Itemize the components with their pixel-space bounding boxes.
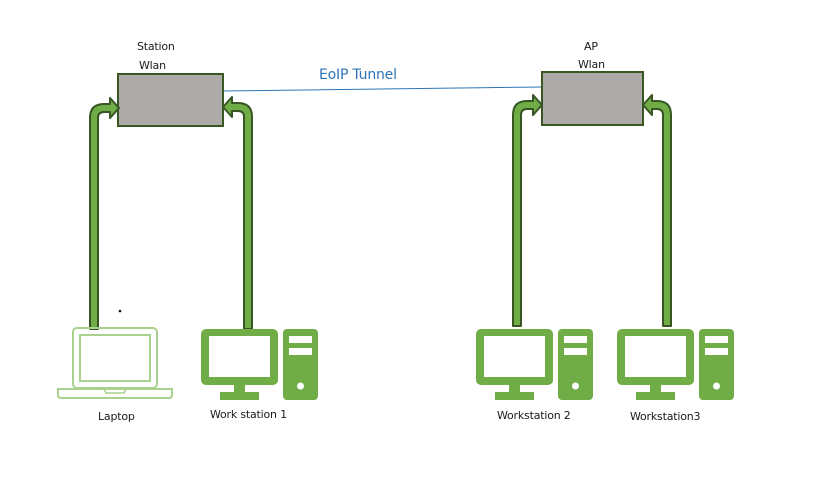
eoip-tunnel-line [222, 86, 543, 92]
monitor-screen [209, 336, 270, 377]
tower-drive-bay-1 [705, 336, 728, 343]
station-wlan-box [117, 73, 224, 127]
ap-wlan-box [541, 71, 644, 126]
tower-power-button [713, 382, 720, 390]
monitor-neck [509, 384, 520, 393]
monitor-neck [650, 384, 661, 393]
laptop-base [57, 388, 173, 399]
tower-drive-bay-1 [289, 336, 312, 343]
ap-label-line1: AP [584, 40, 598, 53]
laptop-to-station-link [89, 97, 120, 330]
tower-case [699, 329, 734, 400]
workstation-1-icon [201, 329, 318, 400]
workstation-3-icon [617, 329, 734, 400]
ws3-to-ap-link [642, 94, 672, 327]
monitor-base [636, 392, 675, 400]
ap-label-line2: Wlan [578, 58, 605, 71]
station-label-line2: Wlan [139, 59, 166, 72]
eoip-tunnel-label: EoIP Tunnel [319, 67, 397, 83]
laptop-label: Laptop [98, 410, 135, 423]
tower-drive-bay-2 [705, 348, 728, 355]
monitor-base [220, 392, 259, 400]
tower-power-button [572, 382, 579, 390]
tower-case [558, 329, 593, 400]
ws2-to-ap-link [512, 94, 543, 327]
tower-drive-bay-2 [564, 348, 587, 355]
tower-drive-bay-1 [564, 336, 587, 343]
monitor-screen [484, 336, 545, 377]
laptop-icon [57, 327, 173, 399]
workstation-2-icon [476, 329, 593, 400]
workstation-2-label: Workstation 2 [497, 409, 571, 422]
monitor-neck [234, 384, 245, 393]
monitor-base [495, 392, 534, 400]
laptop-trackpad-notch [103, 388, 127, 394]
laptop-screen [79, 334, 151, 382]
station-label-line1: Station [137, 40, 175, 53]
ws1-to-station-link [222, 96, 253, 330]
workstation-1-label: Work station 1 [210, 408, 287, 421]
workstation-3-label: Workstation3 [630, 410, 701, 423]
tower-case [283, 329, 318, 400]
tower-power-button [297, 382, 304, 390]
laptop-lid [72, 327, 158, 389]
monitor-screen [625, 336, 686, 377]
tower-drive-bay-2 [289, 348, 312, 355]
stray-dot [118, 309, 122, 313]
